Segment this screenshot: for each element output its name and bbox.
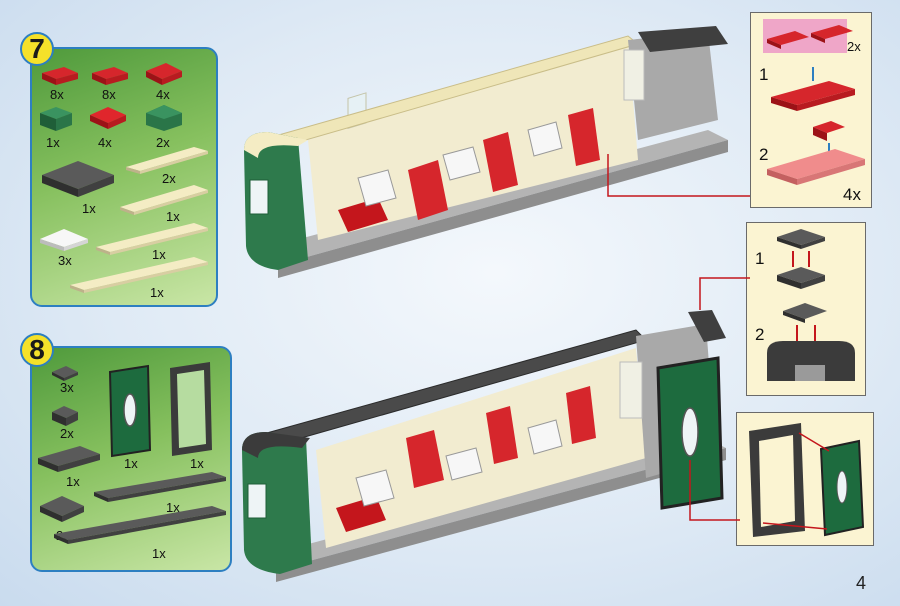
part-qty: 1x (152, 247, 166, 262)
dark-plate-stack-icon (777, 229, 825, 289)
dark-arch-assembly-icon (767, 303, 855, 381)
part-qty: 4x (98, 135, 112, 150)
red-plate-assembly-icon (771, 67, 855, 111)
step-number-badge: 8 (20, 333, 54, 367)
dark-gray-plate-long-icon (54, 506, 226, 544)
dark-gray-plate-2x2-icon (40, 496, 84, 522)
tan-plate-icon (70, 257, 208, 293)
train-car-step-7-illustration (244, 26, 728, 278)
detail-inset-middle: 1 2 (746, 222, 866, 396)
part-qty: 2x (847, 39, 861, 54)
part-qty: 1x (152, 546, 166, 561)
green-curved-brick-icon (146, 105, 182, 131)
page-number: 4 (855, 573, 866, 593)
dark-gray-plate-4x4-icon (42, 161, 114, 197)
part-qty: 1x (150, 285, 164, 300)
red-tile-icon (90, 107, 126, 129)
tan-plate-icon (126, 147, 208, 174)
part-qty: 1x (124, 456, 138, 471)
part-qty: 4x (156, 87, 170, 102)
dark-gray-plate-2x4-icon (38, 446, 100, 472)
substep-number: 1 (759, 65, 769, 84)
dark-gray-plate-long-icon (94, 472, 226, 502)
part-qty: 8x (50, 87, 64, 102)
part-qty: 2x (156, 135, 170, 150)
part-qty: 1x (82, 201, 96, 216)
step-number-badge: 7 (20, 32, 54, 66)
part-qty: 1x (166, 500, 180, 515)
red-plate-stack-icon (767, 121, 865, 185)
red-plate-1x2-icon (42, 67, 78, 85)
tan-plate-icon (120, 185, 208, 215)
part-qty: 2x (60, 426, 74, 441)
door-frame-icon (170, 362, 212, 456)
part-qty: 8x (102, 87, 116, 102)
train-car-step-8-illustration (242, 310, 726, 582)
part-qty: 1x (46, 135, 60, 150)
green-brick-icon (40, 107, 72, 131)
white-plate-icon (40, 229, 88, 251)
part-qty: 1x (66, 474, 80, 489)
red-plate-pair-icon (767, 25, 853, 49)
part-qty: 3x (58, 253, 72, 268)
tan-plate-icon (96, 223, 208, 255)
part-qty: 3x (60, 380, 74, 395)
substep-number: 2 (759, 145, 769, 164)
door-frame-assembly-icon (749, 423, 865, 537)
step-7-parts-panel: 8x 8x 4x 1x 4x 2x 1x 2x 1x 3x 1x 1x (30, 47, 218, 307)
part-qty: 1x (166, 209, 180, 224)
part-qty: 4x (843, 185, 861, 204)
callout-lines (607, 154, 750, 521)
dark-gray-plate-icon (52, 366, 78, 381)
green-door-icon (108, 364, 152, 458)
red-plate-2x2-icon (146, 63, 182, 85)
substep-number: 1 (755, 249, 765, 268)
detail-inset-top: 2x 1 2 4x (750, 12, 872, 208)
part-qty: 1x (190, 456, 204, 471)
substep-number: 2 (755, 325, 765, 344)
detail-inset-bottom (736, 412, 874, 546)
step-8-parts-panel: 3x 2x 1x 1x 1x 2x 1x 1x (30, 346, 232, 572)
red-plate-icon (92, 67, 128, 85)
dark-gray-bracket-icon (52, 406, 78, 426)
part-qty: 2x (162, 171, 176, 186)
